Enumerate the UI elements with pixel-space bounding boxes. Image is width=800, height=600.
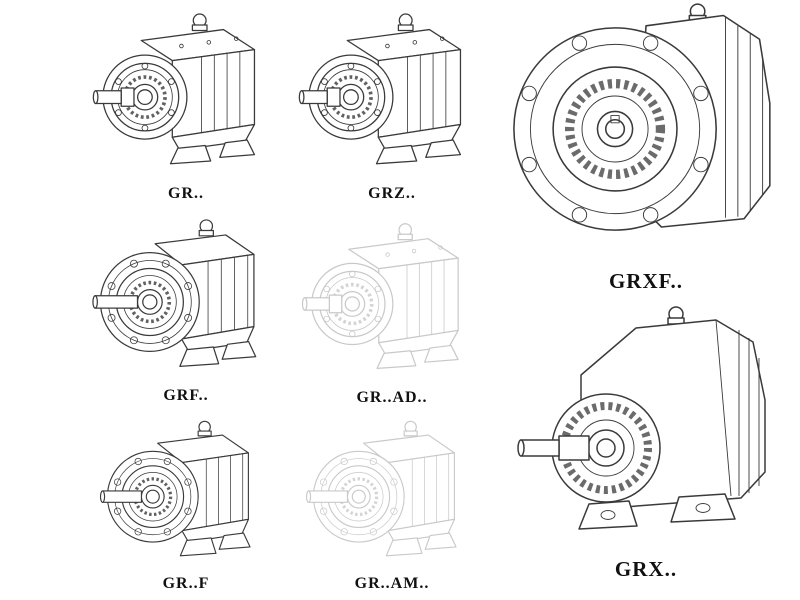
figure-label-grx: GRX.. xyxy=(614,557,678,581)
figure-grx: GRX.. xyxy=(502,300,790,581)
figure-grad: GR..AD.. xyxy=(290,214,494,407)
figure-label-gr-f: GR..F xyxy=(162,575,210,592)
grx-gearbox-drawing xyxy=(502,300,790,550)
figure-label-grxf: GRXF.. xyxy=(608,269,684,293)
figure-gr: GR.. xyxy=(86,4,286,203)
grz-gearbox-drawing xyxy=(293,4,491,182)
figure-gram: GR..AM.. xyxy=(290,414,494,593)
figure-grf-foot: GR..F xyxy=(86,414,286,593)
figure-label-gram: GR..AM.. xyxy=(354,575,430,592)
figure-grxf: GRXF.. xyxy=(502,0,790,293)
grxf-gearbox-drawing xyxy=(502,0,790,258)
figure-grf: GRF.. xyxy=(86,212,286,405)
grf-gearbox-drawing xyxy=(86,212,286,384)
gram-gearbox-drawing xyxy=(290,414,494,572)
figure-label-gr: GR.. xyxy=(168,185,204,202)
gr-gearbox-drawing xyxy=(86,4,286,182)
gr-f-gearbox-drawing xyxy=(86,414,286,572)
figure-grz: GRZ.. xyxy=(293,4,491,203)
grad-gearbox-drawing xyxy=(290,214,494,386)
figure-label-grz: GRZ.. xyxy=(368,185,416,202)
figure-label-grf: GRF.. xyxy=(163,387,209,404)
figure-label-grad: GR..AD.. xyxy=(356,389,428,406)
